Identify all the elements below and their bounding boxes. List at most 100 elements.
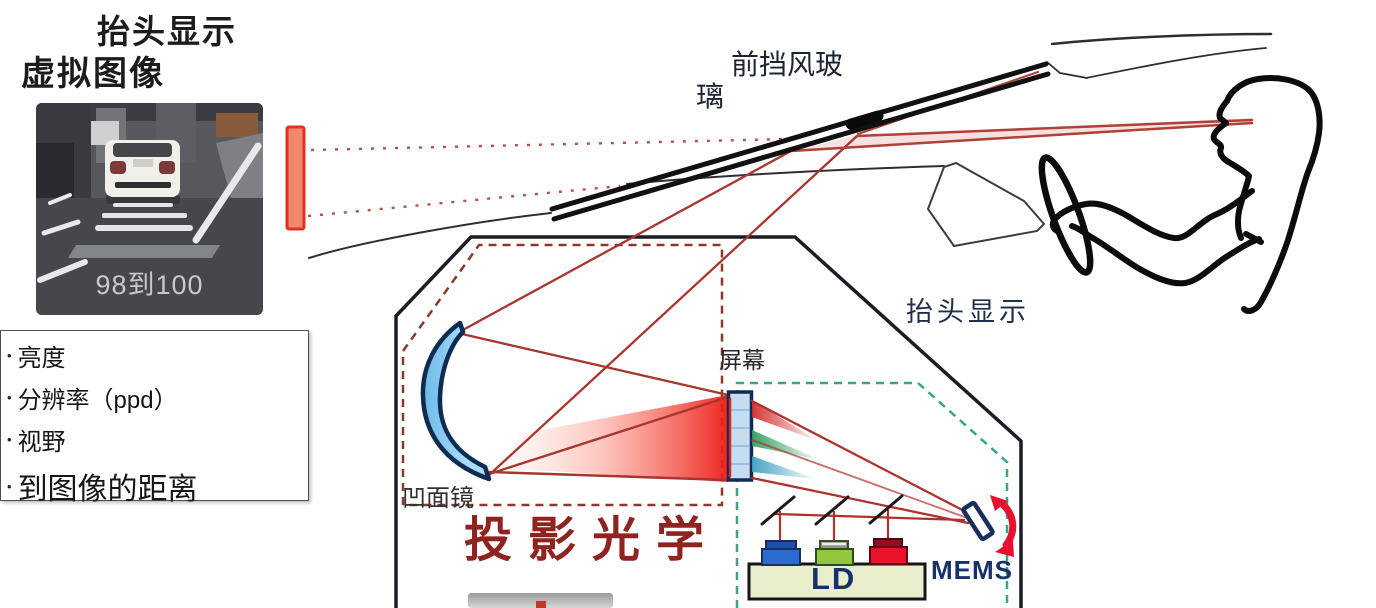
ray-lines [459,71,1254,482]
photo-overpass [36,103,263,121]
photo-right-barrier [216,133,263,198]
bullet-icon: • [7,432,12,447]
photo-car-window [113,143,172,157]
mems-arrowhead-bottom [995,540,1014,557]
mems-arrowhead-top [990,495,1008,511]
cowl-line [626,165,945,185]
spec-panel: • 亮度 • 分辨率（ppd） • 视野 • 到图像的距离 [0,330,309,506]
spec-item-resolution: • 分辨率（ppd） [7,380,308,415]
ray-mirror-bottom-to-windshield [485,134,859,479]
green-diode-body [815,548,854,566]
mems-rotation-arrow [997,499,1017,549]
dashed-ray-bottom [307,184,621,218]
concave-mirror [420,320,492,482]
projection-optics-label: 投影光学 [464,514,721,567]
driver-lower-arm [1069,223,1262,287]
windshield [549,61,1051,222]
roof-line-upper [1050,32,1273,46]
virtual-image-photo: 98到100 [36,103,263,315]
spec-item-label: 亮度 [17,345,66,372]
heading-virtual-image: 虚拟图像 [21,55,165,93]
roof-line-lower [1085,47,1267,79]
beam-wedge [500,395,728,482]
combiner-line [774,512,966,522]
photo-license-plate [133,159,153,167]
windshield-reflection-spot [845,110,884,130]
fold-mirror-3 [868,494,904,525]
photo-taillight-left [110,161,126,174]
photo-taillight-right [159,161,175,174]
ray-wedge-bottom-edge [488,470,730,482]
fold-mirror-1 [760,495,796,526]
road-photo-art [36,103,263,315]
driver-silhouette [1038,75,1323,314]
photo-hud-bar [68,245,220,258]
green-beam-fan [752,430,820,460]
photo-lane-lines [37,142,262,283]
ld-label: LD [811,561,857,596]
driver-face-profile [1210,98,1252,241]
ray-mirror-bottom-to-screen-top [487,395,730,476]
scan-line-top [750,399,974,517]
projection-optics-dashed-box [401,243,724,507]
screen-label: 屏幕 [719,347,765,373]
bullet-icon: • [7,390,12,405]
hud-unit-label: 抬头显示 [906,297,1030,327]
fold-mirrors [760,494,904,526]
bullet-icon: • [7,348,12,363]
fold-mirror-2 [814,495,850,526]
ray-windshield-to-eye-lower [789,121,1254,153]
virtual-image-plane [285,125,306,231]
ld-base [747,562,927,601]
mems-mirror-group [961,495,1017,557]
mems-mirror [961,500,995,542]
car-body-outline [308,32,1273,259]
spec-item-label: 分辨率（ppd） [17,387,178,414]
screen-body [726,390,754,482]
rgb-beam-fans [752,400,820,479]
concave-mirror-label: 凹面镜 [402,485,474,512]
dashed-ray-top [310,137,790,152]
virtual-image-dashed-rays [307,137,790,218]
hud-speed-overlay: 98到100 [95,270,204,300]
windshield-label-line2: 璃 [696,81,725,112]
photo-bumper [115,182,171,188]
diffuser-screen [726,390,754,482]
ray-windshield-to-eye-upper [855,118,1254,138]
laser-unit-dashed-box [735,381,1009,608]
windshield-inner-line [551,71,1051,222]
scan-line-mid [751,439,971,520]
windshield-tip-outline [1046,61,1088,79]
spec-item-image-distance: • 到图像的距离 [7,464,308,508]
spec-item-fov: • 视野 [7,422,308,457]
blue-beam-fan [752,456,816,479]
bullet-icon: • [7,478,12,494]
windshield-label-line1: 前挡风玻 [731,49,844,80]
laser-diodes [761,538,908,566]
windshield-outer-line [549,61,1049,212]
laser-paths [750,399,974,543]
spec-item-brightness: • 亮度 [7,338,308,373]
dashboard-outline [926,161,1046,248]
red-diode-body [869,546,908,565]
scan-line-bottom [750,476,970,525]
cropped-red-mark [536,601,546,608]
mems-label: MEMS [931,555,1013,585]
blue-diode-body [761,548,801,566]
steering-wheel [1038,154,1094,276]
hood-line [308,212,552,259]
photo-car-shadow [106,195,180,204]
driver-upper-arm [1049,188,1255,242]
driver-head-back [1224,75,1323,314]
photo-orange-sign [216,113,258,137]
ray-mirror-top-to-screen [460,332,730,397]
spec-item-label: 视野 [17,429,66,456]
ray-mirror-top-to-windshield [459,149,793,333]
screen-segments [731,409,749,465]
photo-distance-bars [95,203,193,231]
heading-hud: 抬头显示 [97,13,237,50]
spec-item-label: 到图像的距离 [17,473,198,506]
driver-chest-segment [1243,231,1264,245]
